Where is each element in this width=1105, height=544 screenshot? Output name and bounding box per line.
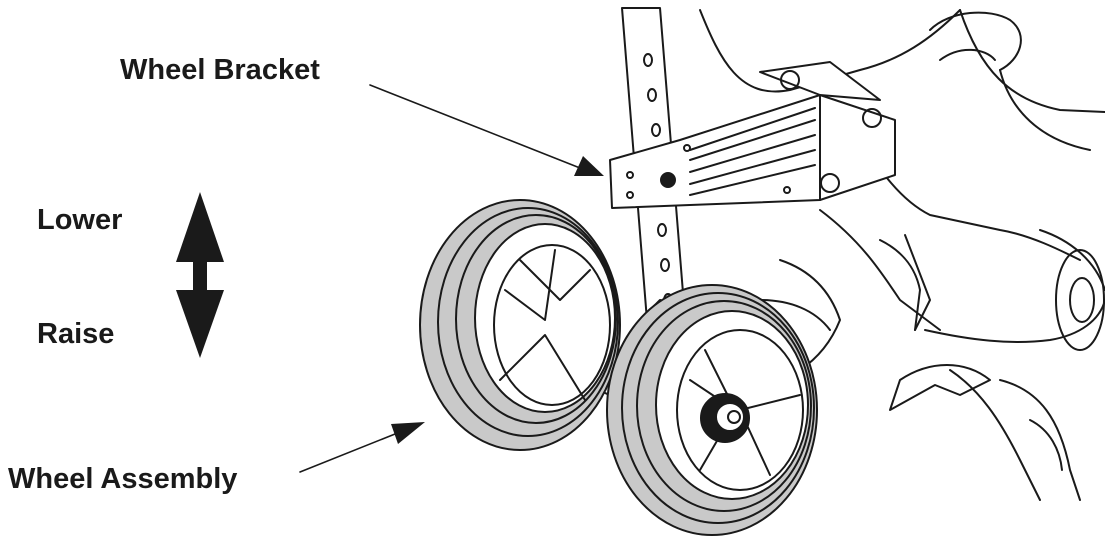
wheel-assembly-label: Wheel Assembly [8, 465, 237, 494]
wheel-assembly-arrowhead [391, 422, 425, 444]
lower-label: Lower [37, 206, 122, 235]
wheel-bracket-arrowhead [574, 156, 604, 176]
front-wheel [607, 285, 817, 535]
raise-label: Raise [37, 320, 114, 349]
lower-raise-arrow [176, 192, 224, 358]
rear-wheel [420, 200, 620, 450]
wheel-bracket-label: Wheel Bracket [120, 56, 320, 85]
